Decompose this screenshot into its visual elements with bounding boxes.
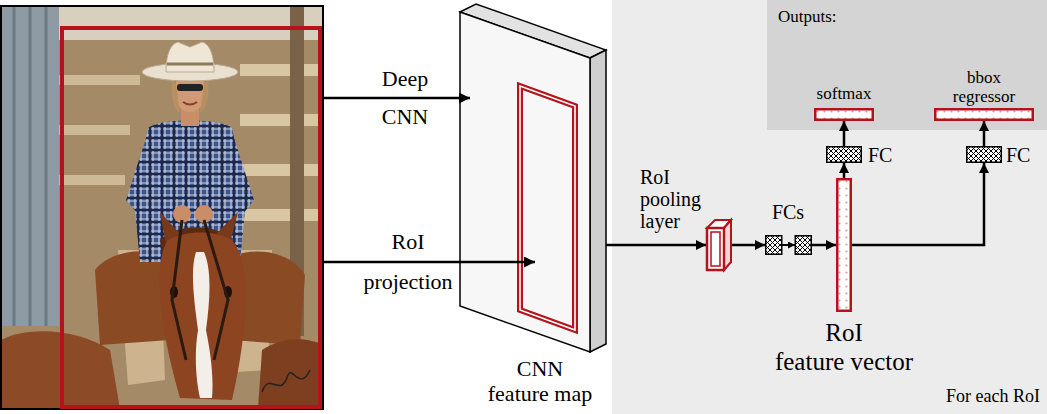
cube-inner: [711, 232, 720, 266]
rider-mouth: [183, 102, 197, 105]
fc-box-shape: [826, 146, 862, 163]
roi-box: [62, 28, 320, 407]
text-slot: softmax: [799, 84, 889, 104]
node-text: Outputs:: [778, 7, 837, 27]
horse-head: [159, 233, 245, 401]
fc-layers: FCs: [765, 235, 812, 255]
text-slot: bbox regressor: [948, 68, 1020, 106]
arrow-connector: [843, 121, 846, 146]
metal-gate: [1, 6, 59, 326]
feature-vector-shape: [836, 178, 852, 312]
feature-vector: RoI feature vector: [836, 178, 852, 312]
fc-square: [827, 147, 862, 163]
output-bar-shape: [814, 108, 874, 121]
arrow-connector: [812, 244, 836, 247]
pooling-layer-box-shape: [706, 219, 732, 271]
node-text: CNN feature map: [475, 356, 605, 406]
fc-inner-arrow: [782, 244, 795, 246]
text-slot: FCs: [758, 200, 818, 224]
output-bar-shape: [934, 108, 1034, 121]
photo-ground: [1, 6, 323, 409]
text-slot: Deep CNN: [374, 60, 436, 136]
text-slot: RoI feature vector: [759, 318, 929, 376]
fc-box: FC: [826, 146, 862, 163]
roi-panel: For each RoIRoI pooling layerFCsRoI feat…: [612, 0, 1047, 414]
text-slot: RoI pooling layer: [640, 166, 706, 232]
fence-boards: [59, 80, 140, 180]
fc-box-shape: [966, 146, 1002, 163]
outputs-band: Outputs: softmax bbox regressor: [767, 0, 1047, 130]
node-text: softmax: [817, 84, 872, 104]
projected-roi-inner: [520, 86, 575, 330]
fc-square: [967, 147, 1002, 163]
text-slot: FC: [868, 144, 908, 166]
pooling-layer-box: RoI pooling layer: [706, 219, 732, 271]
projection-arrow: [323, 261, 535, 264]
reins: [172, 220, 228, 360]
map-front-face: [460, 12, 590, 352]
output-vector: [935, 109, 1033, 120]
text-slot: CNN feature map: [475, 356, 605, 406]
arrow-connector: [843, 163, 846, 178]
arrow-label: RoI projection: [361, 222, 456, 302]
photo-frame: [1, 6, 323, 409]
horse-blaze: [193, 252, 213, 398]
vector-bar: [837, 179, 851, 311]
fence-boards: [240, 70, 323, 215]
text-slot: For each RoI: [900, 386, 1040, 407]
feature-map: CNN feature map: [460, 4, 606, 352]
map-side-face: [590, 50, 606, 352]
rider-arm: [126, 132, 178, 228]
node-text: FC: [1006, 144, 1030, 166]
arrow-connector: [852, 163, 984, 245]
node-text: RoI pooling layer: [640, 166, 706, 232]
node-text: RoI feature vector: [759, 318, 929, 376]
gate-ribs: [14, 6, 46, 326]
cattle: [258, 339, 323, 409]
arrow-connector: [732, 244, 765, 247]
photo: [1, 6, 323, 409]
output-bar: bbox regressor: [934, 108, 1034, 121]
fc-square: [766, 236, 782, 255]
node-text: FCs: [772, 200, 804, 224]
feature-map-shape: [460, 4, 606, 352]
arrow-connector: [983, 121, 986, 146]
fc-square: [795, 236, 811, 255]
node-text: FC: [868, 144, 892, 166]
output-vector: [815, 109, 873, 120]
rider-hair: [172, 80, 209, 112]
text-slot: FC: [1006, 144, 1042, 166]
projected-roi: [520, 86, 575, 330]
fc-box: FC: [966, 146, 1002, 163]
cnn-arrow: [323, 97, 470, 100]
arrow-label: Deep CNN: [374, 60, 436, 136]
arrow-connector: [606, 244, 706, 247]
signature-scribble: [262, 370, 310, 392]
cube-front: [707, 228, 724, 270]
text-slot: Outputs:: [778, 7, 878, 27]
output-bar: softmax: [814, 108, 874, 121]
node-text: For each RoI: [946, 386, 1040, 407]
sunglasses: [177, 84, 203, 91]
text-slot: RoI projection: [361, 222, 456, 302]
node-text: bbox regressor: [948, 68, 1020, 106]
hat-crown: [166, 42, 214, 72]
fc-layers-shape: [765, 235, 812, 255]
hat-band: [167, 63, 213, 66]
